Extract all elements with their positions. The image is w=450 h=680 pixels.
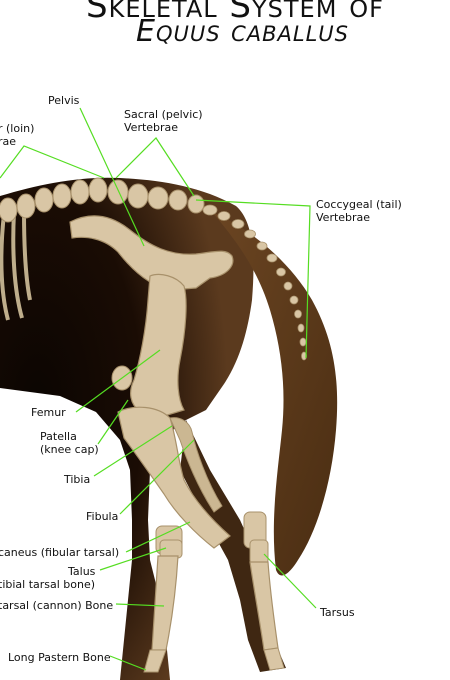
label-femur: Femur [31,406,66,419]
leader-metatarsal [115,603,165,607]
leader-talus [99,547,167,571]
label-tibia: Tibia [64,473,91,486]
leader-lumbar [0,145,105,179]
leader-tibia [93,425,173,477]
label-lumbar-line2: rae [0,135,17,148]
label-calcaneus: caneus (fibular tarsal) [0,546,120,559]
tail-hair [212,212,338,576]
label-metatarsal: tarsal (cannon) Bone [0,599,114,612]
label-talus: Talus tibial tarsal bone) [0,565,95,591]
label-talus-line1: Talus [68,565,96,578]
label-talus-line2: tibial tarsal bone) [0,578,96,591]
diagram-title-line2: Equus caballus [136,14,349,49]
leader-calcaneus [125,521,191,553]
leader-pelvis [79,107,145,247]
label-coccygeal: Coccygeal (tail) Vertebrae [316,198,402,224]
tarsal-bones [155,511,269,565]
label-patella-line1: Patella [40,430,77,443]
leader-patella [97,399,129,445]
label-lumbar-line1: r (loin) [0,122,35,135]
leader-lines [0,107,317,671]
diagram-title-line1: Skeletal System of [86,0,384,26]
label-lumbar: r (loin) rae [0,122,34,148]
cannon-bone-near [151,555,179,651]
label-coccygeal-line1: Coccygeal (tail) [316,198,402,211]
leader-coccygeal [195,199,311,359]
label-sacral-line2: Vertebrae [124,121,179,134]
leader-tarsus [263,553,317,609]
spine-vertebrae [0,177,205,223]
label-pelvis: Pelvis [48,94,80,107]
ribs [0,211,32,321]
long-pastern-bone [143,649,167,673]
label-fibula: Fibula [86,510,119,523]
fibula-bone [169,417,223,513]
label-sacral-line1: Sacral (pelvic) [124,108,203,121]
label-patella-line2: (knee cap) [40,443,99,456]
leader-long-pastern [109,655,147,671]
leader-fibula [119,439,195,515]
leader-sacral [115,137,195,197]
femur-bone [130,273,187,417]
label-tarsus: Tarsus [320,606,355,619]
leader-femur [75,349,161,413]
label-coccygeal-line2: Vertebrae [316,211,371,224]
label-patella: Patella (knee cap) [40,430,99,456]
long-pastern-bone-far [263,647,285,671]
coccygeal-vertebrae [202,204,307,361]
label-long-pastern: Long Pastern Bone [8,651,111,664]
label-sacral: Sacral (pelvic) Vertebrae [124,108,203,134]
pelvis-bone [69,215,234,291]
